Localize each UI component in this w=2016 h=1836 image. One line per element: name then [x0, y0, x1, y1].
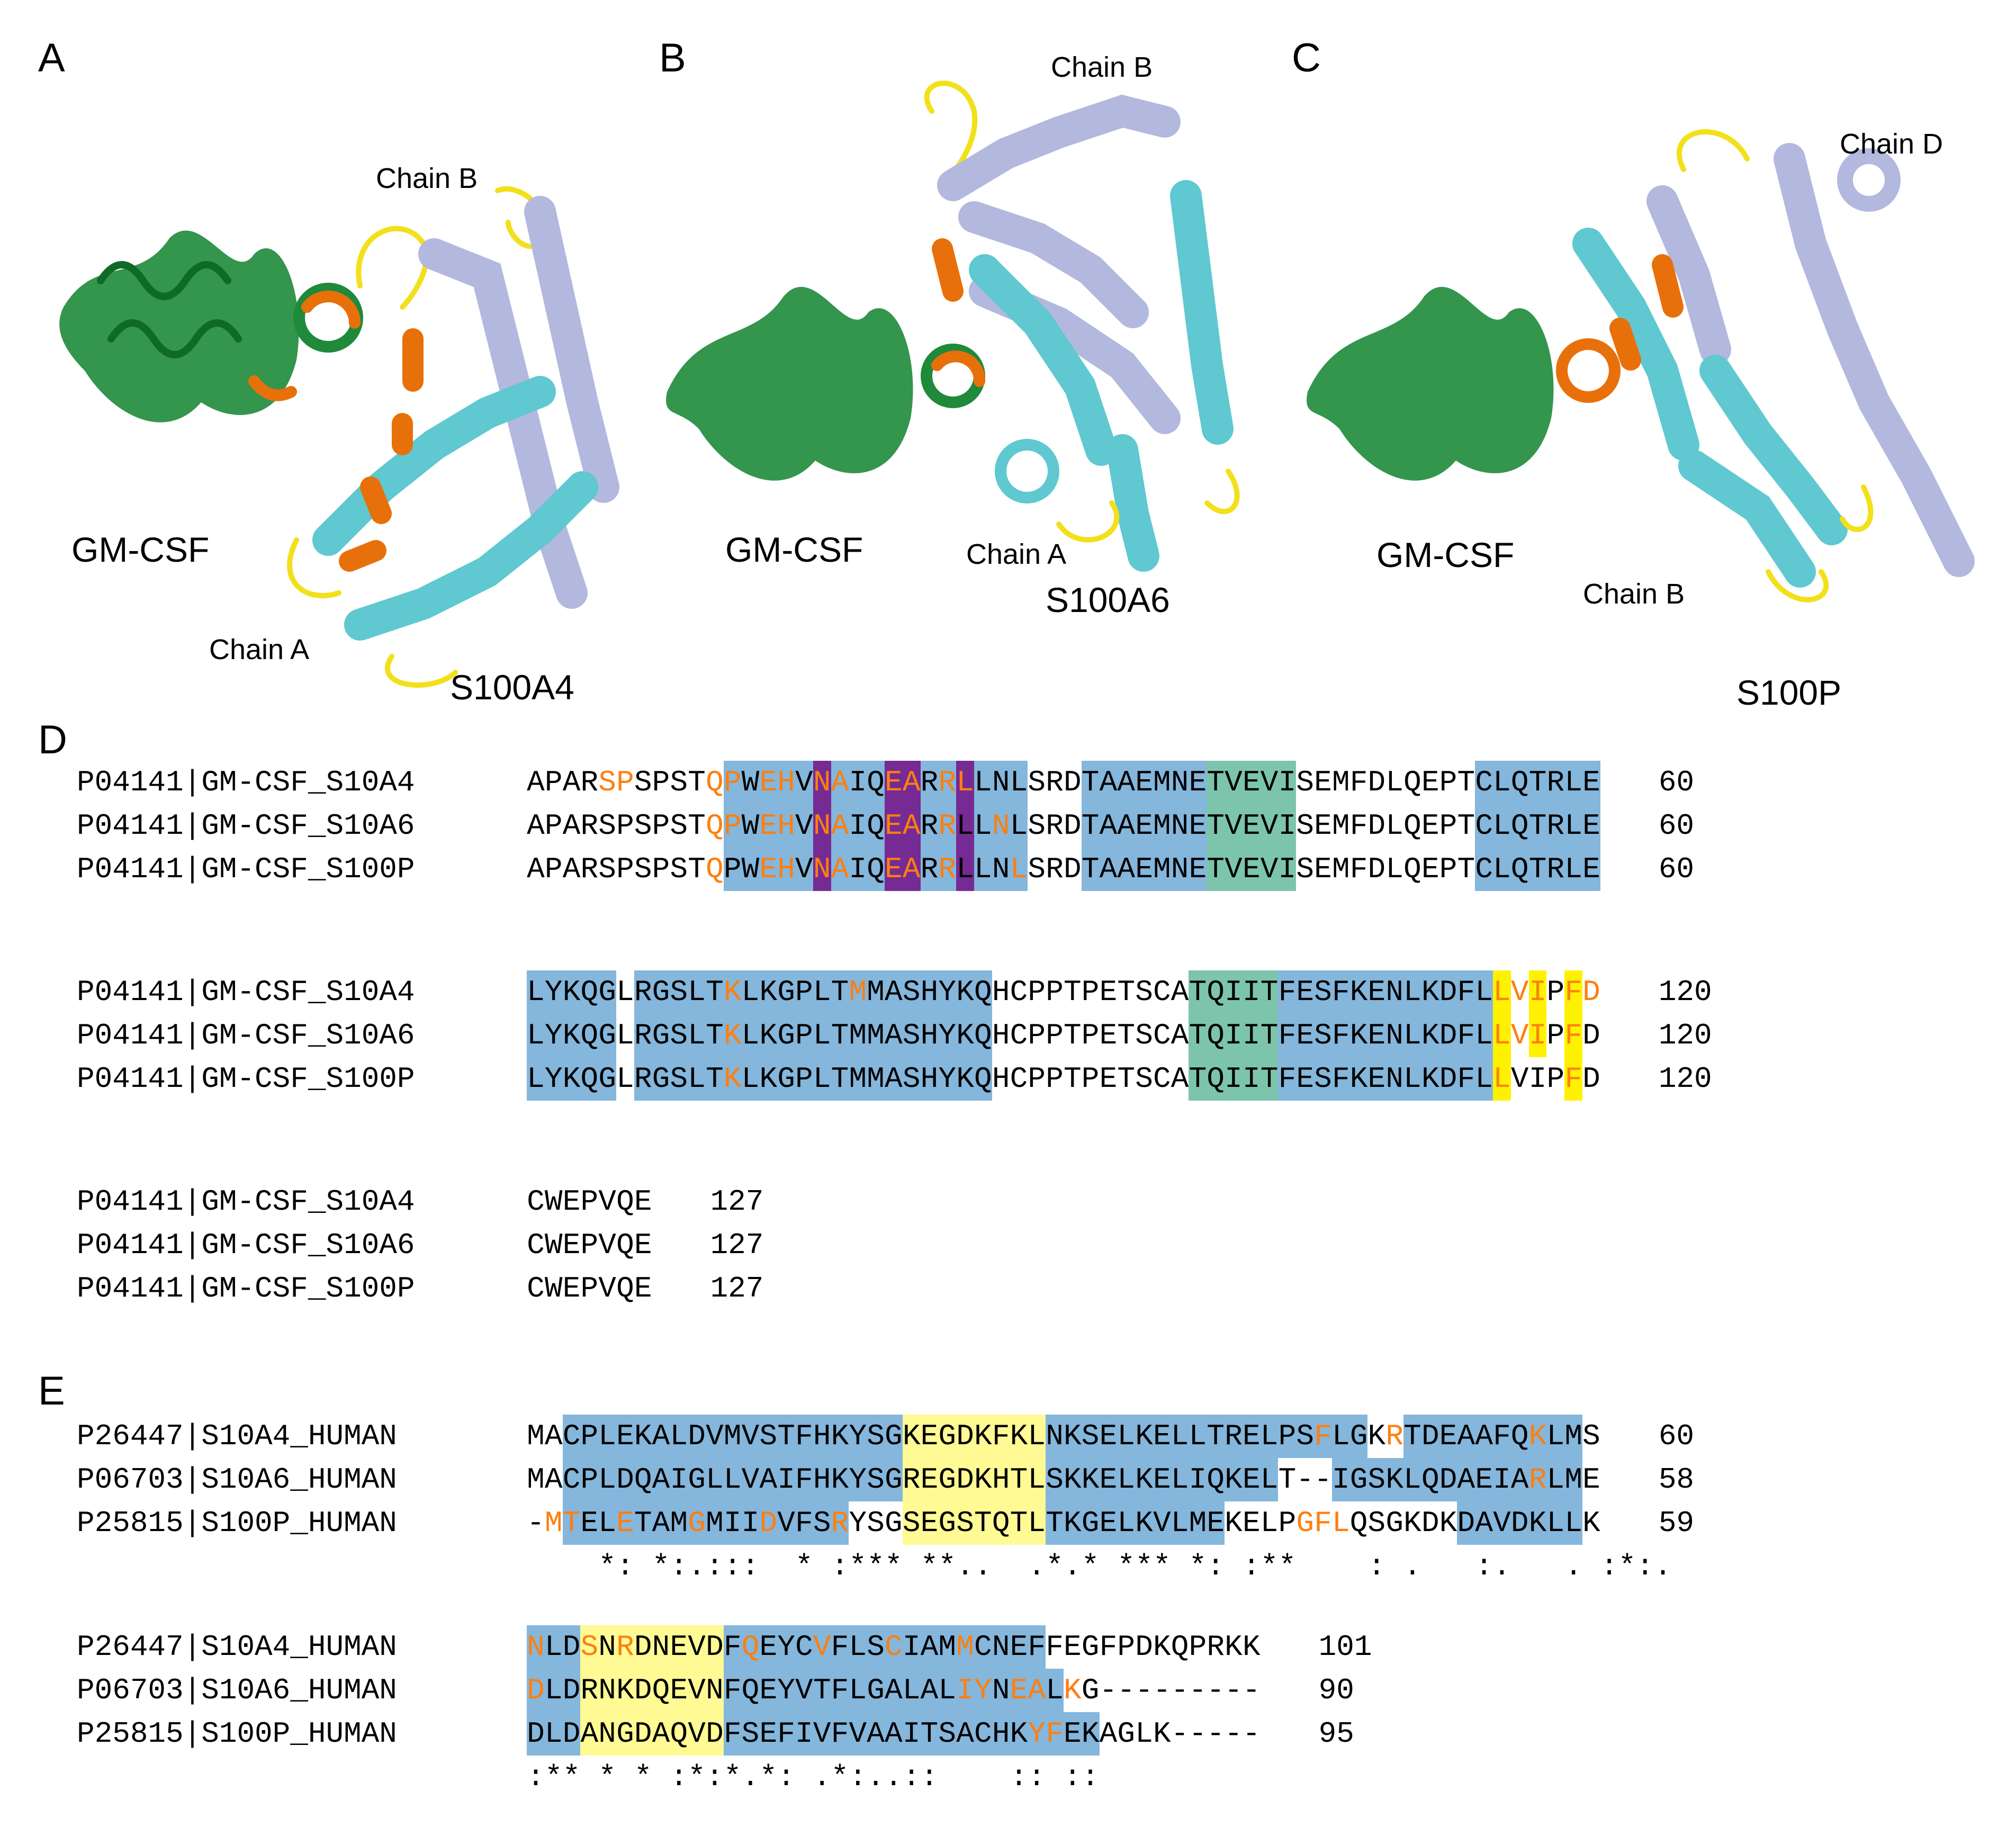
- residue-count: 127: [710, 1272, 764, 1306]
- sequence-id: P06703|S10A6_HUMAN: [77, 1673, 397, 1707]
- sequence-id: P04141|GM-CSF_S10A6: [77, 1019, 415, 1052]
- panel-label-a: A: [38, 35, 65, 80]
- sequence-id: P04141|GM-CSF_S100P: [77, 1062, 415, 1096]
- gmcsf-label: GM-CSF: [71, 530, 210, 569]
- protein-name-label: S100A6: [1046, 580, 1170, 619]
- residue-count: 120: [1658, 1019, 1712, 1052]
- residue-count: 60: [1658, 809, 1695, 843]
- structure-panel-c: Chain D GM-CSF Chain B S100P: [1292, 106, 2001, 715]
- sequence-id: P04141|GM-CSF_S10A6: [77, 809, 415, 843]
- sequence-id: P04141|GM-CSF_S10A4: [77, 766, 415, 799]
- chain-a-label: Chain A: [966, 538, 1067, 570]
- residue-count: 127: [710, 1185, 764, 1219]
- panel-label-b: B: [659, 35, 686, 80]
- sequence-id: P26447|S10A4_HUMAN: [77, 1419, 397, 1453]
- gmcsf-label: GM-CSF: [725, 530, 863, 569]
- protein-cartoon-icon: [1307, 129, 1975, 602]
- protein-name-label: S100A4: [450, 668, 574, 707]
- sequence-id: P25815|S100P_HUMAN: [77, 1717, 397, 1751]
- structure-panel-b: Chain B GM-CSF Chain A S100A6: [656, 48, 1292, 683]
- residue-count: 58: [1658, 1463, 1695, 1497]
- sequence-id: P04141|GM-CSF_S10A6: [77, 1228, 415, 1262]
- residue-count: 127: [710, 1228, 764, 1262]
- chain-b-label: Chain B: [1583, 578, 1685, 610]
- panel-label-e: E: [38, 1369, 65, 1414]
- sequence-id: P04141|GM-CSF_S100P: [77, 852, 415, 886]
- structure-panel-a: Chain B GM-CSF Chain A S100A4: [32, 148, 651, 720]
- sequence-id: P04141|GM-CSF_S10A4: [77, 1185, 415, 1219]
- consensus-line: :** * * :*:*.*: .*:..:: :: ::: [527, 1760, 1100, 1794]
- sequence-id: P06703|S10A6_HUMAN: [77, 1463, 397, 1497]
- protein-cartoon-icon: [59, 186, 619, 688]
- chain-b-label: Chain B: [376, 163, 478, 194]
- panel-label-c: C: [1292, 35, 1321, 80]
- protein-cartoon-icon: [666, 80, 1240, 572]
- residue-count: 95: [1318, 1717, 1354, 1751]
- residue-count: 60: [1658, 852, 1695, 886]
- residue-count: 120: [1658, 975, 1712, 1009]
- panel-label-d: D: [38, 717, 67, 762]
- residue-count: 60: [1658, 766, 1695, 799]
- chain-b-label: Chain B: [1051, 51, 1153, 83]
- chain-d-label: Chain D: [1840, 128, 1943, 160]
- sequence-id: P26447|S10A4_HUMAN: [77, 1630, 397, 1664]
- sequence-id: P25815|S100P_HUMAN: [77, 1506, 397, 1540]
- sequence-id: P04141|GM-CSF_S100P: [77, 1272, 415, 1306]
- residue-count: 90: [1318, 1673, 1354, 1707]
- residue-count: 60: [1658, 1419, 1695, 1453]
- protein-name-label: S100P: [1736, 673, 1842, 712]
- gmcsf-label: GM-CSF: [1376, 535, 1515, 574]
- sequence-id: P04141|GM-CSF_S10A4: [77, 975, 415, 1009]
- residue-count: 59: [1658, 1506, 1695, 1540]
- consensus-line: *: *:.::: * :*** **.. .*.* *** *: :** : …: [598, 1550, 1672, 1583]
- residue-count: 101: [1318, 1630, 1372, 1664]
- chain-a-label: Chain A: [209, 634, 310, 665]
- residue-count: 120: [1658, 1062, 1712, 1096]
